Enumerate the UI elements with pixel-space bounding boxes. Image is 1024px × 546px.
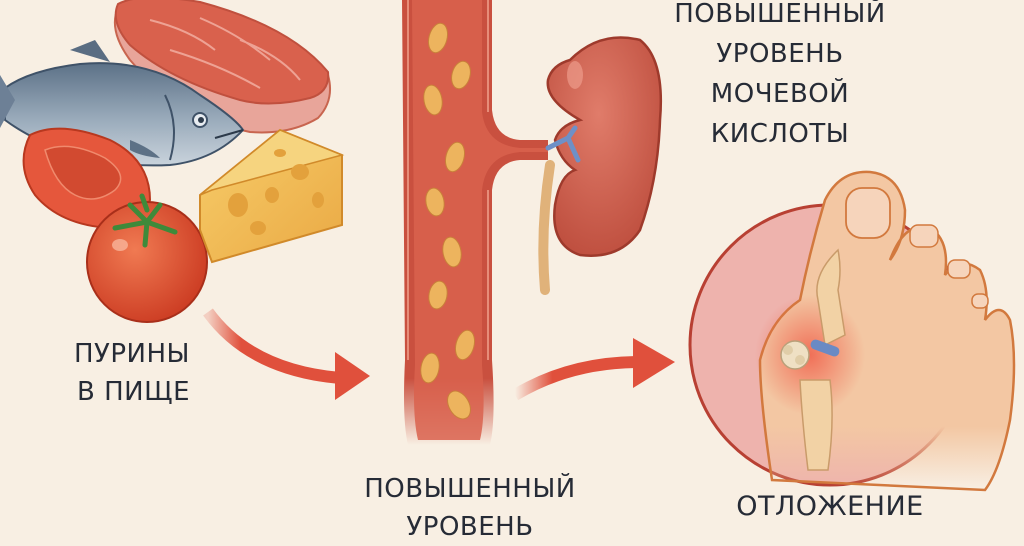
label-line: ОТЛОЖЕНИЕ <box>736 491 924 522</box>
label-line: МОЧЕВОЙ <box>710 79 850 109</box>
blood-vessel <box>402 0 548 445</box>
label-line: ПОВЫШЕННЫЙ <box>364 474 576 504</box>
label-deposit: ОТЛОЖЕНИЕ <box>700 488 960 526</box>
arrow-blood-to-joint <box>511 338 675 401</box>
label-line: КИСЛОТЫ <box>710 119 850 149</box>
label-line: УРОВЕНЬ <box>716 39 844 69</box>
arrow-food-to-blood <box>203 308 370 400</box>
tomato-icon <box>86 193 208 323</box>
label-elevated-uric-acid: ПОВЫШЕННЫЙ УРОВЕНЬ МОЧЕВОЙ КИСЛОТЫ <box>640 0 920 154</box>
tomato-slice-icon <box>22 127 152 230</box>
label-line: В ПИЩЕ <box>77 377 190 407</box>
label-line: ПОВЫШЕННЫЙ <box>674 0 886 29</box>
tophus-deposit <box>780 339 840 370</box>
label-line: ПУРИНЫ <box>73 339 190 369</box>
label-elevated-level-blood: ПОВЫШЕННЫЙ УРОВЕНЬ <box>330 470 610 546</box>
cheese-icon <box>199 128 345 264</box>
label-line: УРОВЕНЬ <box>406 512 534 542</box>
kidney-icon <box>538 36 663 295</box>
steak-icon <box>114 0 331 134</box>
label-purines-in-food: ПУРИНЫ В ПИЩЕ <box>40 335 190 411</box>
uric-acid-crystals <box>420 22 476 420</box>
foot-gout-icon <box>688 170 1016 492</box>
food-group <box>0 0 345 323</box>
